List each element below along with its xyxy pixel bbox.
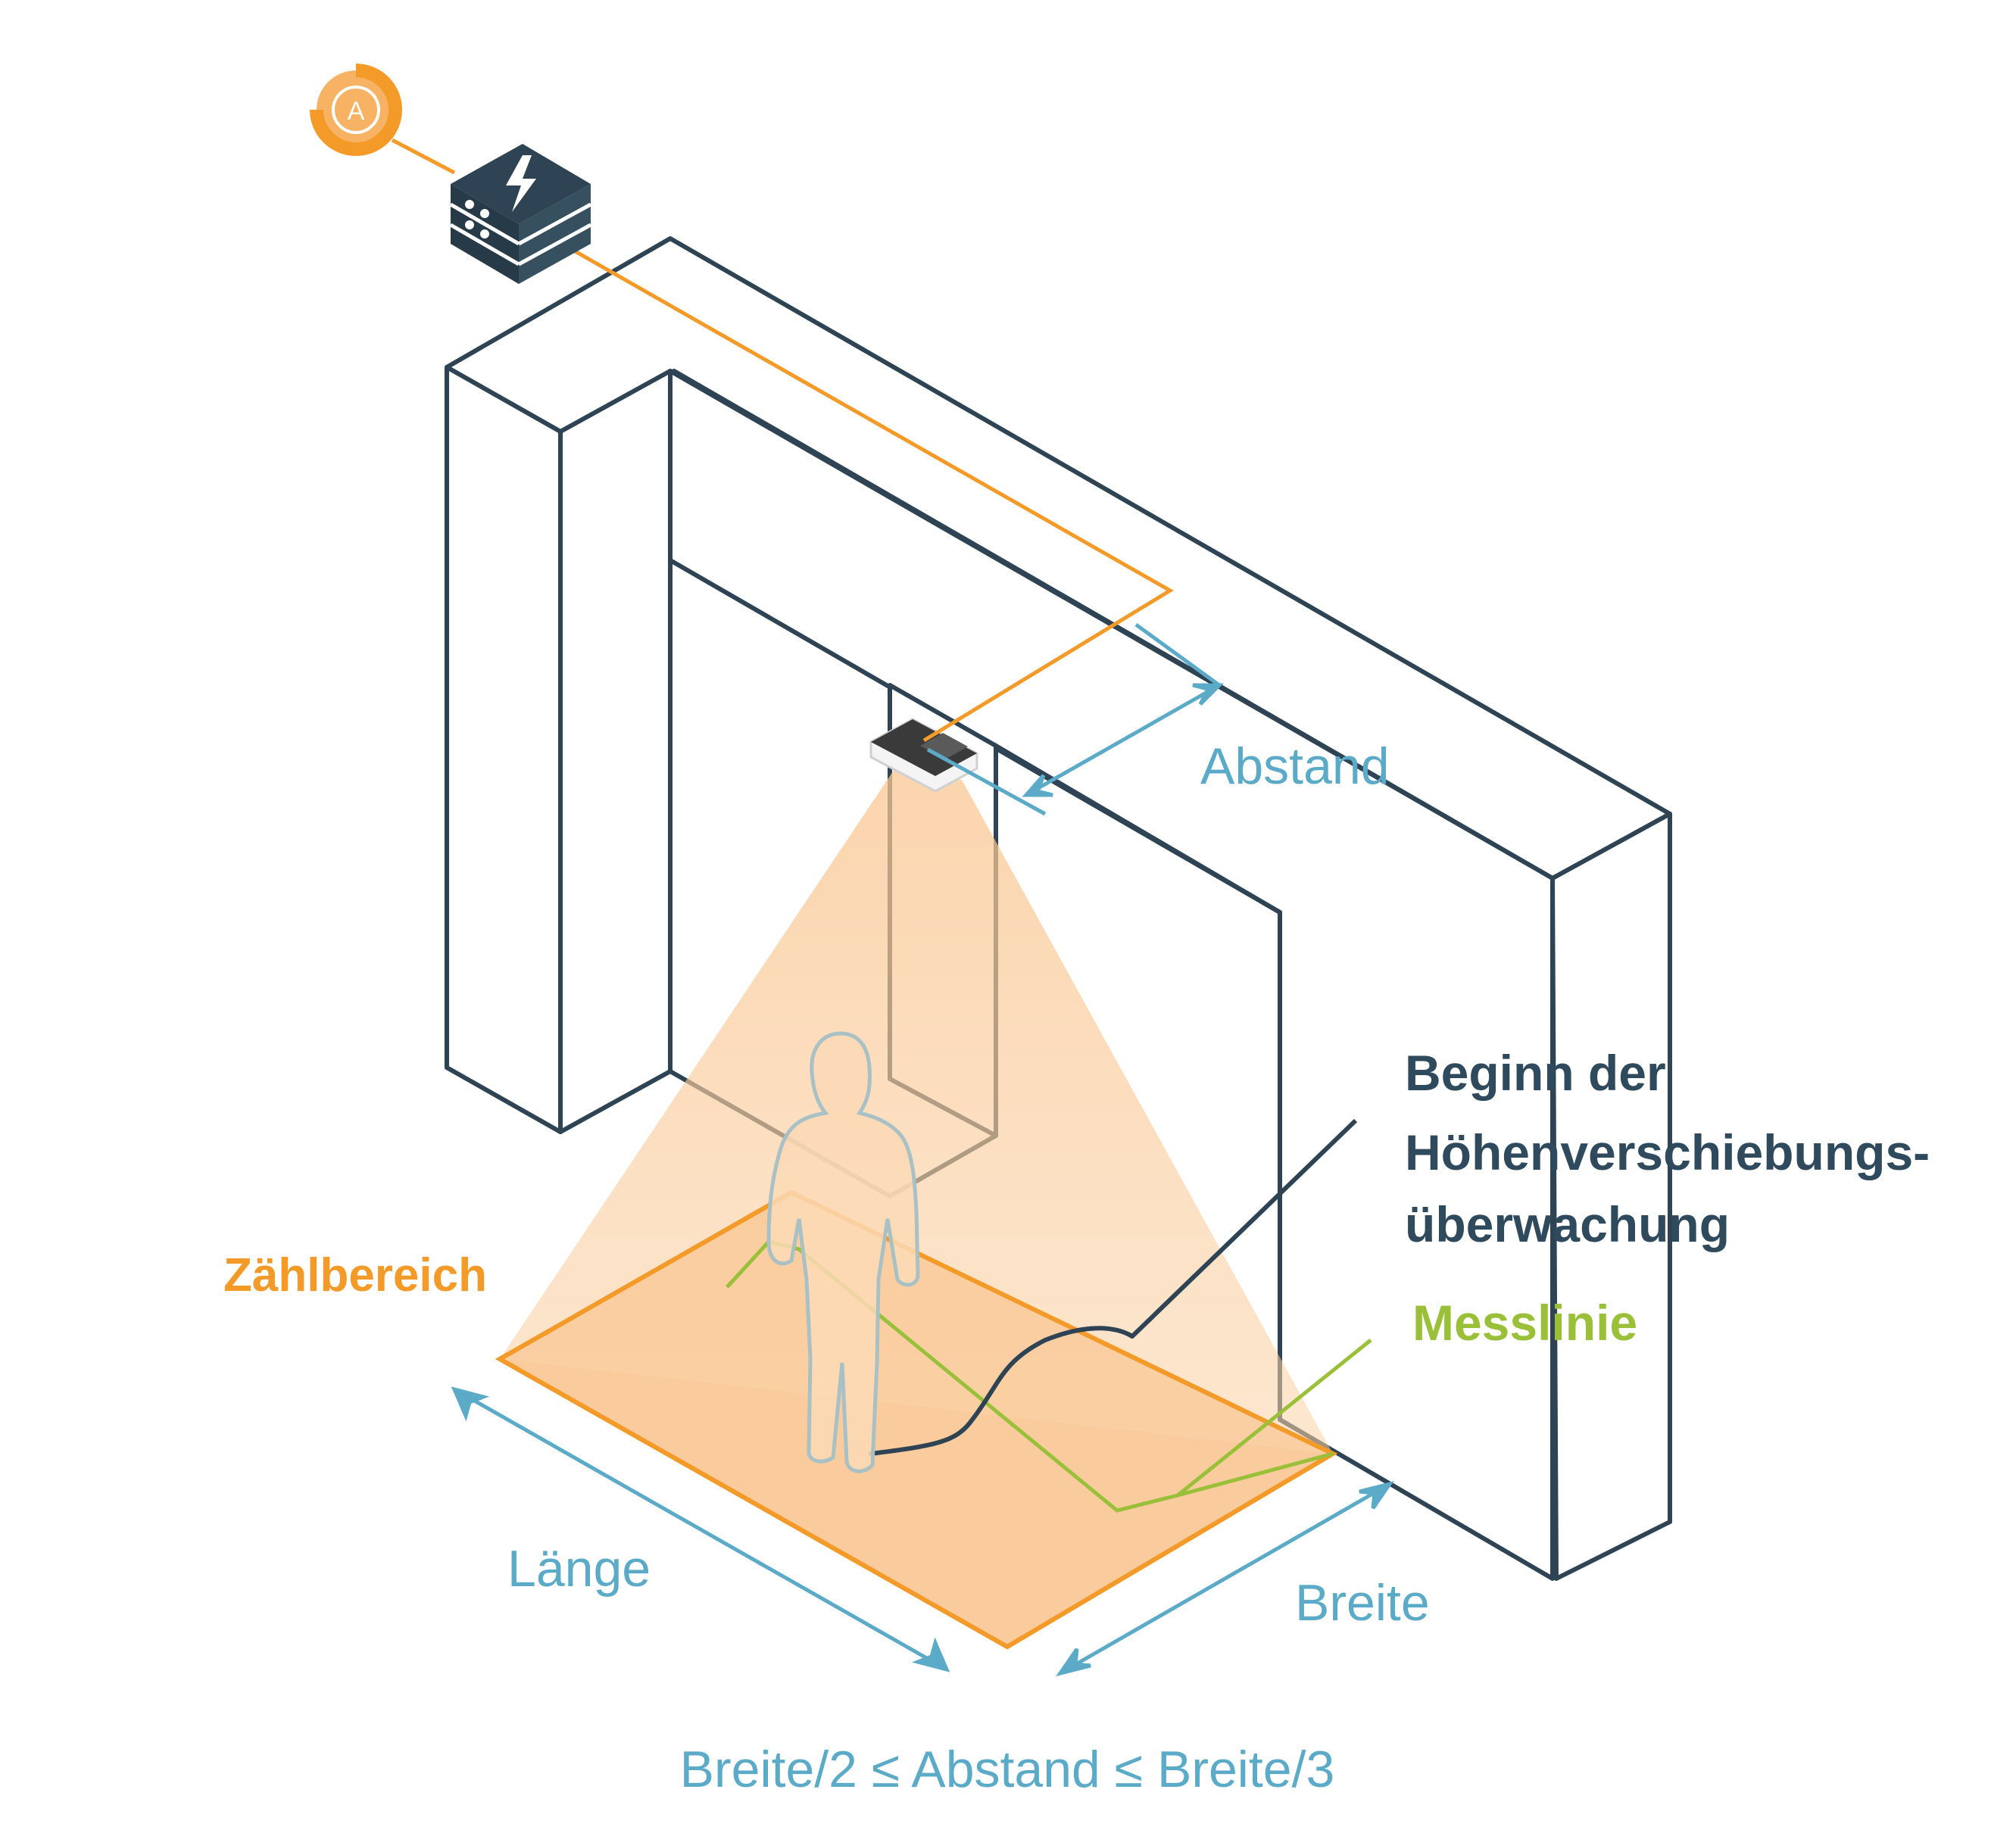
width-label: Breite [1295, 1574, 1430, 1632]
height-shift-label-line2: Höhenverschiebungs- [1405, 1124, 1930, 1180]
length-arrow [451, 1386, 950, 1672]
measuring-line-pointer [1176, 1339, 1372, 1497]
height-shift-curve [869, 1326, 1134, 1456]
data-cable [555, 238, 1174, 743]
measuring-line-label: Messlinie [1412, 1295, 1637, 1351]
height-shift-pointer [1130, 1118, 1358, 1339]
lightning-icon [506, 155, 536, 212]
measuring-line [726, 1239, 1334, 1513]
sensor-cone [500, 765, 1333, 1454]
length-label: Länge [507, 1540, 651, 1598]
server-stack-icon [449, 144, 592, 284]
formula-label: Breite/2 ≤ Abstand ≤ Breite/3 [680, 1741, 1335, 1798]
counting-area-label: Zählbereich [223, 1249, 487, 1301]
status-badge: A [310, 64, 402, 156]
width-arrow [1056, 1480, 1394, 1677]
distance-label: Abstand [1200, 737, 1390, 795]
height-shift-label-line1: Beginn der [1405, 1045, 1666, 1101]
distance-arrow [926, 622, 1225, 816]
height-shift-label-line3: überwachung [1405, 1196, 1730, 1252]
badge-letter: A [348, 97, 365, 126]
badge-connector [391, 138, 456, 175]
person-silhouette-icon [766, 1031, 920, 1473]
